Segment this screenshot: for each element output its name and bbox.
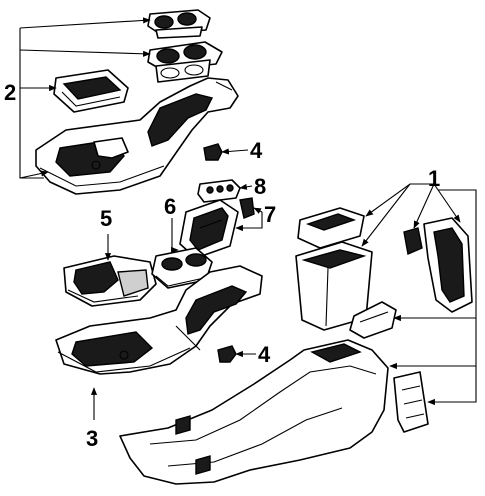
- callout-6: 6: [164, 194, 176, 219]
- armrest-lid: [297, 207, 365, 249]
- side-bracket: [403, 227, 423, 255]
- upper-cup-holder-base: [147, 41, 223, 83]
- ash-tray: [179, 199, 239, 259]
- callout-labels: 1 2 3 4 4 5 6 7 8: [4, 80, 440, 451]
- retainer-clip-lower: [217, 345, 237, 363]
- upper-console-body: [35, 77, 239, 195]
- storage-bin-insert: [53, 69, 129, 113]
- lower-console-body: [55, 265, 263, 375]
- callout-8: 8: [254, 174, 266, 199]
- leader-lines: [19, 17, 477, 420]
- console-end-panel: [393, 371, 429, 433]
- floor-console-body: [119, 339, 389, 485]
- console-latch: [349, 301, 397, 339]
- retainer-clip-upper: [203, 143, 223, 161]
- callout-4-lower: 4: [258, 342, 271, 367]
- storage-tray: [63, 255, 157, 307]
- callout-2: 2: [4, 80, 16, 105]
- side-trim-panel: [423, 217, 473, 313]
- storage-compartment: [295, 241, 373, 331]
- callout-1: 1: [428, 166, 440, 191]
- bracket-clip: [239, 197, 255, 219]
- switch-panel: [197, 179, 241, 203]
- upper-cup-holder-top: [147, 9, 211, 39]
- callout-4-upper: 4: [250, 138, 263, 163]
- callout-7: 7: [264, 202, 276, 227]
- callout-5: 5: [100, 206, 112, 231]
- callout-3: 3: [86, 426, 98, 451]
